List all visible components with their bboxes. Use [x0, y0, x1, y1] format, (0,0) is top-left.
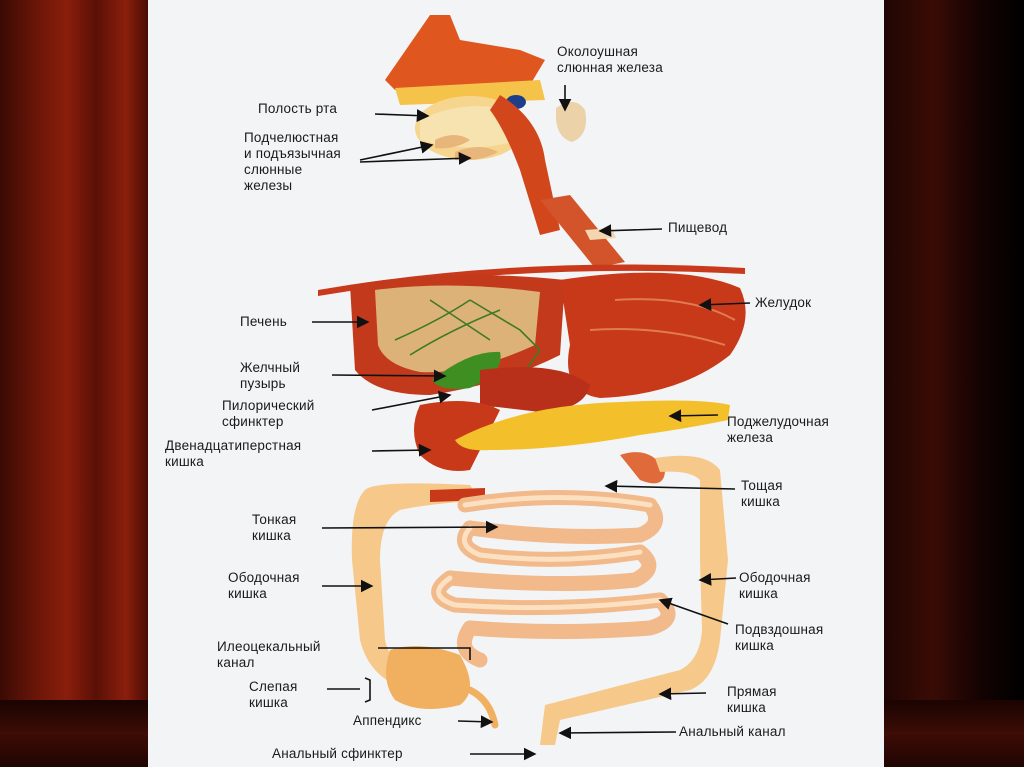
label-anal-sphincter: Анальный сфинктер [272, 746, 403, 762]
appendix-shape [470, 690, 495, 725]
label-duodenum: Двенадцатиперстная кишка [165, 438, 301, 470]
label-liver: Печень [240, 314, 287, 330]
label-stomach: Желудок [755, 295, 811, 311]
head-region [385, 15, 560, 235]
label-jejunum: Тощая кишка [741, 478, 783, 510]
curtain-left [0, 0, 148, 767]
parotid-gland [556, 102, 586, 142]
cecum-shape [386, 646, 470, 709]
label-small-intestine: Тонкая кишка [252, 512, 296, 544]
pancreas-shape [455, 401, 730, 451]
label-submandibular-glands: Подчелюстная и подъязычная слюнные желез… [244, 130, 341, 194]
label-ileocecal-canal: Илеоцекальный канал [217, 639, 321, 671]
curtain-right [884, 0, 1024, 767]
label-anal-canal: Анальный канал [679, 724, 786, 740]
stomach-shape [560, 273, 746, 398]
label-esophagus: Пищевод [668, 220, 727, 236]
label-colon-right: Ободочная кишка [739, 570, 811, 602]
label-parotid-gland: Околоушная слюнная железа [557, 44, 663, 76]
label-colon-left: Ободочная кишка [228, 570, 300, 602]
label-pancreas: Поджелудочная железа [727, 414, 829, 446]
label-appendix: Аппендикс [353, 713, 422, 729]
label-rectum: Прямая кишка [727, 684, 777, 716]
label-cecum: Слепая кишка [249, 679, 297, 711]
label-oral-cavity: Полость рта [258, 101, 337, 117]
label-gallbladder: Желчный пузырь [240, 360, 300, 392]
label-ileum: Подвздошная кишка [735, 622, 823, 654]
label-pyloric-sphincter: Пилорический сфинктер [222, 398, 315, 430]
small-intestine-coils [439, 498, 668, 661]
